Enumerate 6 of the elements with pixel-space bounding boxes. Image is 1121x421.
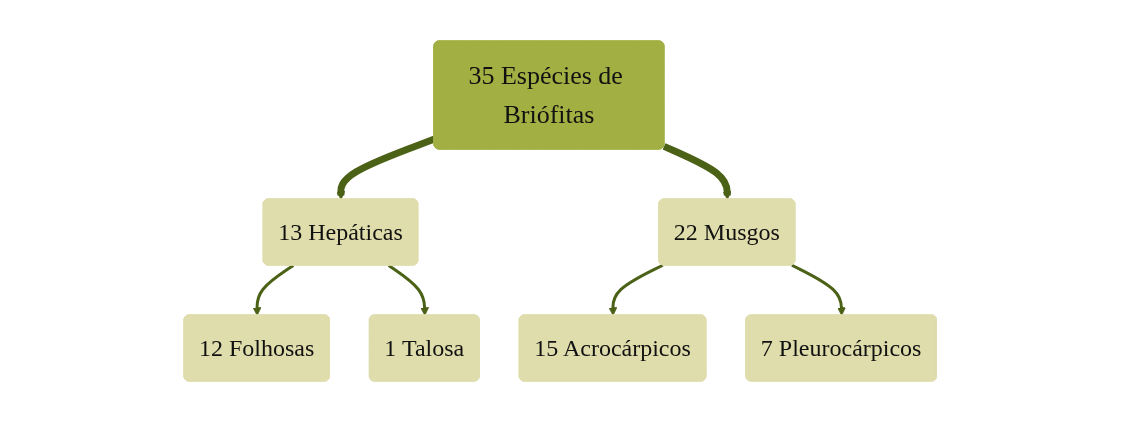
arrow [791, 263, 847, 316]
arrow [252, 263, 295, 316]
arrow [662, 142, 732, 200]
arrow [388, 263, 430, 316]
arrow [608, 263, 664, 316]
arrow [336, 135, 436, 200]
